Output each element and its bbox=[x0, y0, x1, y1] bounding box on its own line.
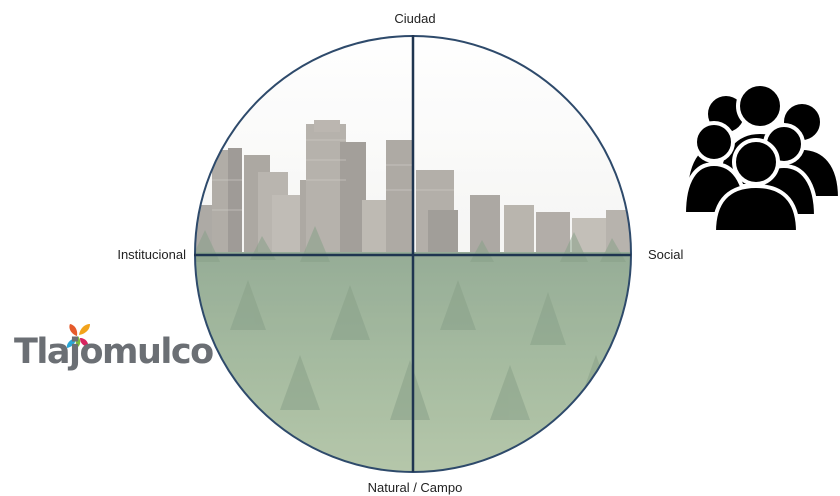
axis-label-right: Social bbox=[648, 247, 684, 262]
logo-leaf-icon bbox=[66, 324, 90, 348]
axis-label-left: Institucional bbox=[117, 247, 186, 262]
logo-text: Tlajomulco bbox=[14, 332, 214, 372]
axis-label-bottom: Natural / Campo bbox=[367, 480, 463, 495]
people-group-icon bbox=[684, 82, 840, 234]
city-skyline bbox=[196, 120, 631, 260]
axis-label-top: Ciudad bbox=[394, 11, 436, 26]
landscape-photo bbox=[195, 36, 631, 472]
